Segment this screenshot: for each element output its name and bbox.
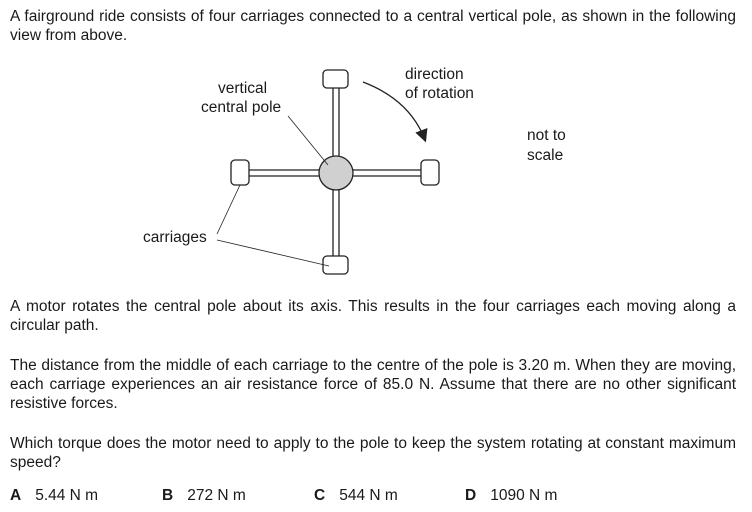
carriage-right [420,159,440,186]
carriage-leader-2 [216,239,330,267]
option-text: 5.44 N m [35,487,99,504]
option-letter: A [10,487,22,504]
scale-label: scale [527,147,564,164]
pole-label: central pole [201,99,282,116]
option-text: 272 N m [187,487,246,504]
carriage-left [230,159,250,186]
pole-label: vertical [218,80,268,97]
carriage-bottom [322,255,349,275]
paragraph-distance: The distance from the middle of each car… [10,357,736,412]
rotation-arrow [362,81,428,143]
option-letter: C [314,487,326,504]
rotation-label: of rotation [405,85,474,102]
pole-leader [287,115,329,166]
fairground-diagram [216,69,440,275]
scale-label: not to [527,127,566,144]
option-b[interactable]: B 272 N m [162,487,246,505]
option-d[interactable]: D 1090 N m [465,487,557,505]
question-text: Which torque does the motor need to appl… [10,435,736,471]
carriage-leader-1 [216,184,241,235]
carriages-label: carriages [143,229,207,246]
option-letter: B [162,487,174,504]
arms [248,88,421,257]
paragraph-motor: A motor rotates the central pole about i… [10,298,736,334]
central-pole [318,155,354,191]
carriage-top [322,69,349,89]
option-c[interactable]: C 544 N m [314,487,398,505]
option-letter: D [465,487,477,504]
intro-text: A fairground ride consists of four carri… [10,8,736,44]
option-text: 544 N m [339,487,398,504]
option-text: 1090 N m [490,487,558,504]
rotation-label: direction [405,66,464,83]
option-a[interactable]: A 5.44 N m [10,487,98,505]
